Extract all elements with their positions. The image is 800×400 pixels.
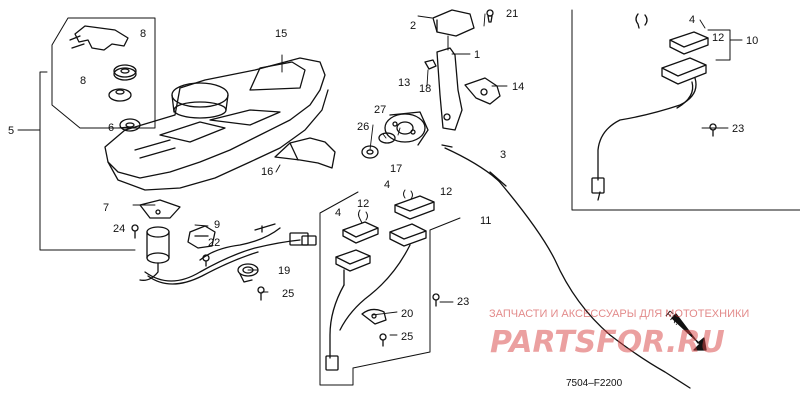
callout-4c: 4 [689,14,695,26]
callout-24: 24 [113,223,125,235]
nut-part [424,59,437,70]
callout-7: 7 [103,202,109,214]
callout-3: 3 [500,149,506,161]
callout-23b: 23 [732,123,744,135]
callout-12c: 12 [712,32,724,44]
grommet-part [108,64,137,102]
callout-4a: 4 [384,179,390,191]
callout-21: 21 [506,8,518,20]
callout-4b: 4 [335,207,341,219]
callout-1: 1 [474,49,480,61]
callout-11: 11 [480,215,491,227]
callout-23a: 23 [457,296,469,308]
headlight-cover-part [104,57,329,191]
callout-8b: 8 [80,75,86,87]
screw-23b-part [709,123,717,137]
callout-25a: 25 [282,288,294,300]
bracket-20-part [361,308,387,325]
callout-6: 6 [108,122,114,134]
callout-5: 5 [8,125,14,137]
screw-24-part [131,224,139,239]
callout-12b: 12 [440,186,452,198]
keyhole-cover-part [69,25,129,51]
callout-13: 13 [398,77,410,89]
callout-18: 18 [419,83,431,95]
grommet-6-part [119,118,141,132]
clamp-part [237,263,259,283]
callout-14: 14 [512,81,524,93]
callout-27: 27 [374,104,386,116]
watermark: ЗАПЧАСТИ И АКСЕССУАРЫ ДЛЯ МОТОТЕХНИКИ PA… [489,308,749,360]
bracket-1-part [436,47,463,131]
gear-unit-part [361,111,429,159]
callout-19: 19 [278,265,290,277]
indicator-socket-part [335,195,435,286]
ignition-switch-part [139,199,181,281]
callout-labels: 1 2 3 4 4 4 5 6 7 8 8 9 10 11 12 12 12 1… [8,8,758,343]
indicator-lamp-part [635,13,709,85]
screw-25b-part [379,333,387,347]
callout-9: 9 [214,219,220,231]
callout-20: 20 [401,308,413,320]
screw-22-part [202,254,210,267]
watermark-tagline: ЗАПЧАСТИ И АКСЕССУАРЫ ДЛЯ МОТОТЕХНИКИ [489,308,749,320]
callout-12a: 12 [357,198,369,210]
callout-22: 22 [208,237,220,249]
callout-10: 10 [746,35,758,47]
callout-16: 16 [261,166,273,178]
figure-code: 7504–F2200 [566,378,623,389]
screw-23a-part [432,293,440,307]
callout-17: 17 [390,163,402,175]
callout-15: 15 [275,28,287,40]
screw-21-part [486,9,494,23]
screw-25a-part [257,286,265,301]
rubber-cap-part [432,9,475,37]
meter-visor-part [274,137,336,169]
callout-26: 26 [357,121,369,133]
callout-2: 2 [410,20,416,32]
callout-25b: 25 [401,331,413,343]
watermark-logo: PARTSFOR.RU [490,325,725,360]
front-direction-arrow [671,313,707,351]
bracket-14-part [464,77,501,105]
callout-8a: 8 [140,28,146,40]
